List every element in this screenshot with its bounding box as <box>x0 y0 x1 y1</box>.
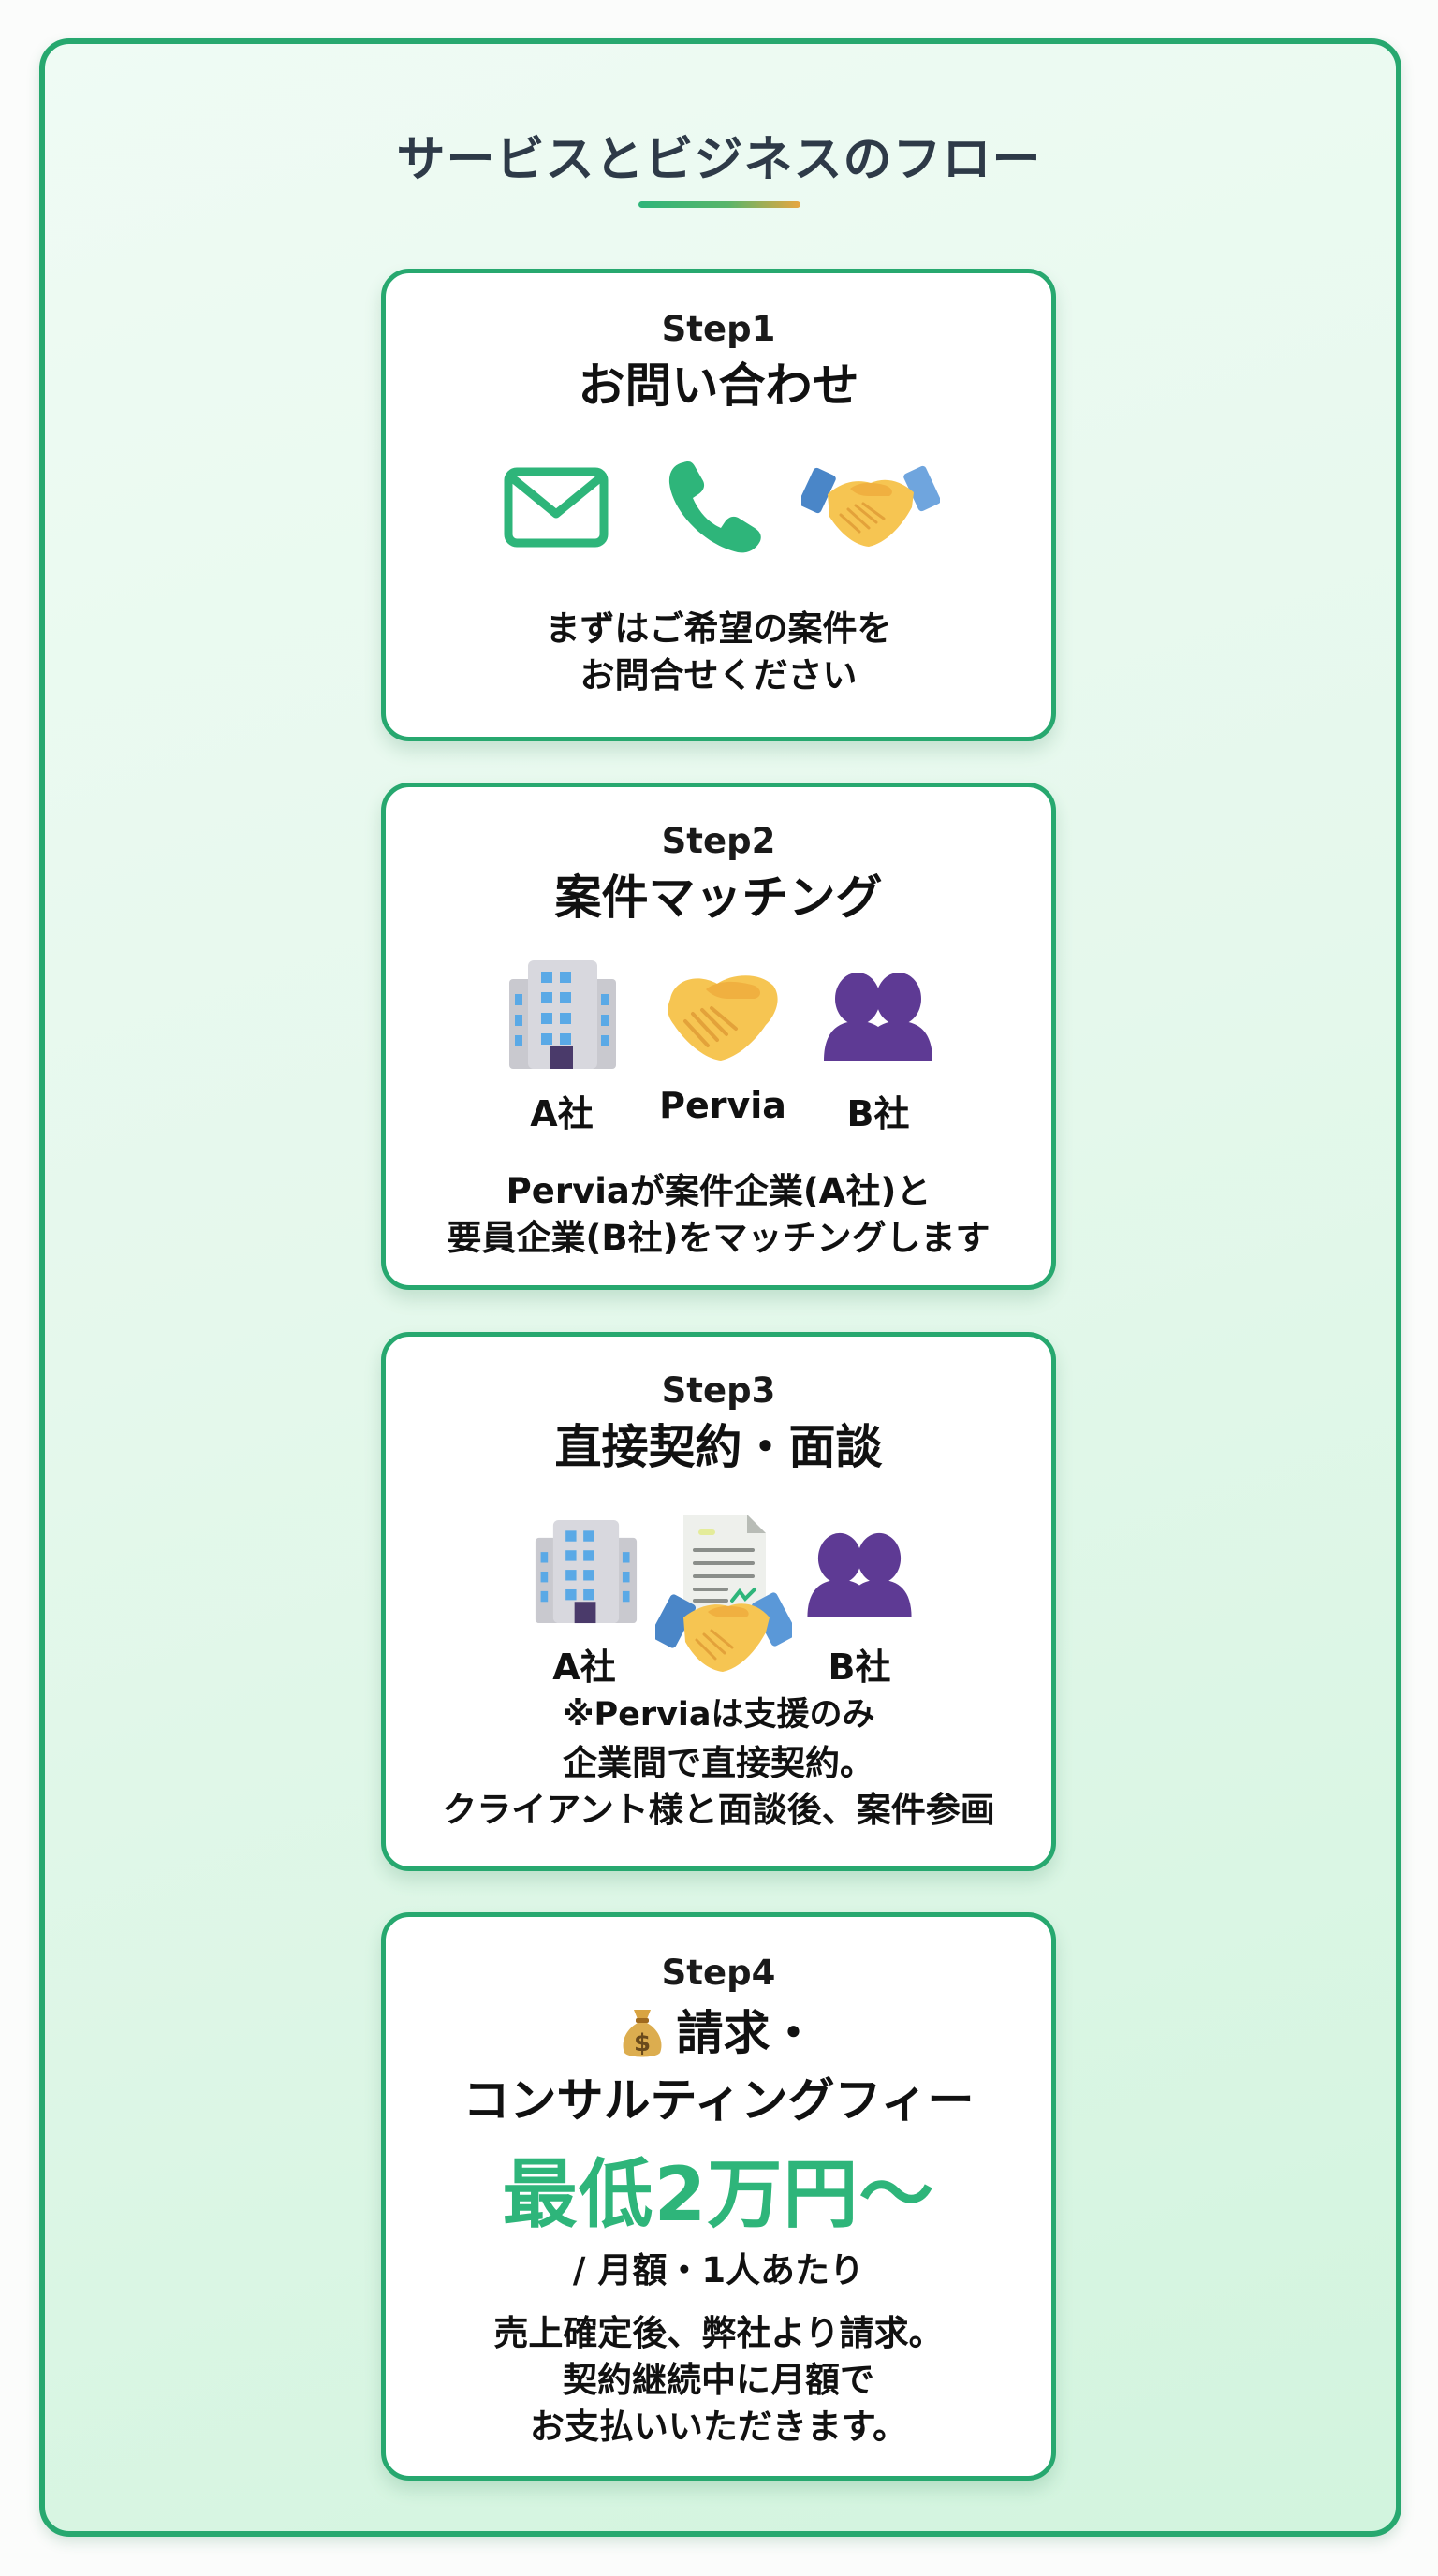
price-value: 最低2万円〜 <box>502 2151 935 2238</box>
svg-text:$: $ <box>633 2029 650 2057</box>
envelope-icon <box>504 467 609 548</box>
step-label: Step4 <box>661 1953 776 1993</box>
support-note: ※Perviaは支援のみ <box>562 1696 875 1734</box>
step-title: 案件マッチング <box>554 871 883 925</box>
description-line: お支払いいただきます。 <box>529 2407 908 2447</box>
price-unit: / 月額・1人あたり <box>572 2250 865 2291</box>
step-description: Perviaが案件企業(A社)と 要員企業(B社)をマッチングします <box>386 1168 1051 1262</box>
step-card-4: Step4 $ 請求・ コンサルティングフィー 最低2万円〜 / 月額・1人あた… <box>381 1912 1056 2481</box>
description-line: まずはご希望の案件を <box>545 608 892 649</box>
step-title: $ 請求・ コンサルティングフィー <box>386 2005 1051 2129</box>
description-line: お問合せください <box>580 655 858 695</box>
money-bag-icon: $ <box>623 2010 661 2057</box>
handshake-icon <box>668 975 778 1061</box>
office-building-icon <box>509 960 616 1069</box>
contract-handshake-icon <box>655 1515 792 1672</box>
company-a-label: A社 <box>552 1647 616 1688</box>
description-line: 売上確定後、弊社より請求。 <box>493 2313 944 2353</box>
company-a-label: A社 <box>530 1093 594 1134</box>
step-description: 企業間で直接契約。 クライアント様と面談後、案件参画 <box>386 1740 1051 1834</box>
pervia-label: Pervia <box>659 1085 786 1126</box>
step-card-1: Step1 お問い合わせ まずはご希望の案件を お問合せください <box>381 269 1056 741</box>
step-label: Step3 <box>661 1370 776 1411</box>
step-label: Step1 <box>661 309 776 349</box>
step-title: お問い合わせ <box>578 359 859 413</box>
description-line: 契約継続中に月額で <box>563 2360 874 2400</box>
step-description: 売上確定後、弊社より請求。 契約継続中に月額で お支払いいただきます。 <box>386 2310 1051 2451</box>
people-icon <box>807 1532 912 1617</box>
step-title-line: コンサルティングフィー <box>462 2073 975 2128</box>
phone-icon <box>668 461 761 553</box>
step-label: Step2 <box>661 821 776 861</box>
office-building-icon <box>535 1519 638 1624</box>
step-title: 直接契約・面談 <box>554 1420 883 1474</box>
company-b-label: B社 <box>828 1647 891 1688</box>
page-title: サービスとビジネスのフロー <box>396 132 1042 188</box>
step-description: まずはご希望の案件を お問合せください <box>386 606 1051 699</box>
title-underline <box>638 201 800 208</box>
handshake-icon <box>801 465 940 547</box>
description-line: 企業間で直接契約。 <box>563 1743 874 1783</box>
description-line: クライアント様と面談後、案件参画 <box>442 1790 995 1830</box>
description-line: Perviaが案件企業(A社)と <box>506 1171 932 1211</box>
step-card-3: Step3 直接契約・面談 <box>381 1332 1056 1871</box>
step-title-line: 請求・ <box>676 2006 817 2060</box>
company-b-label: B社 <box>846 1093 910 1134</box>
description-line: 要員企業(B社)をマッチングします <box>447 1218 990 1258</box>
people-icon <box>824 973 932 1061</box>
step-card-2: Step2 案件マッチング A社 Pervia B社 P <box>381 783 1056 1290</box>
